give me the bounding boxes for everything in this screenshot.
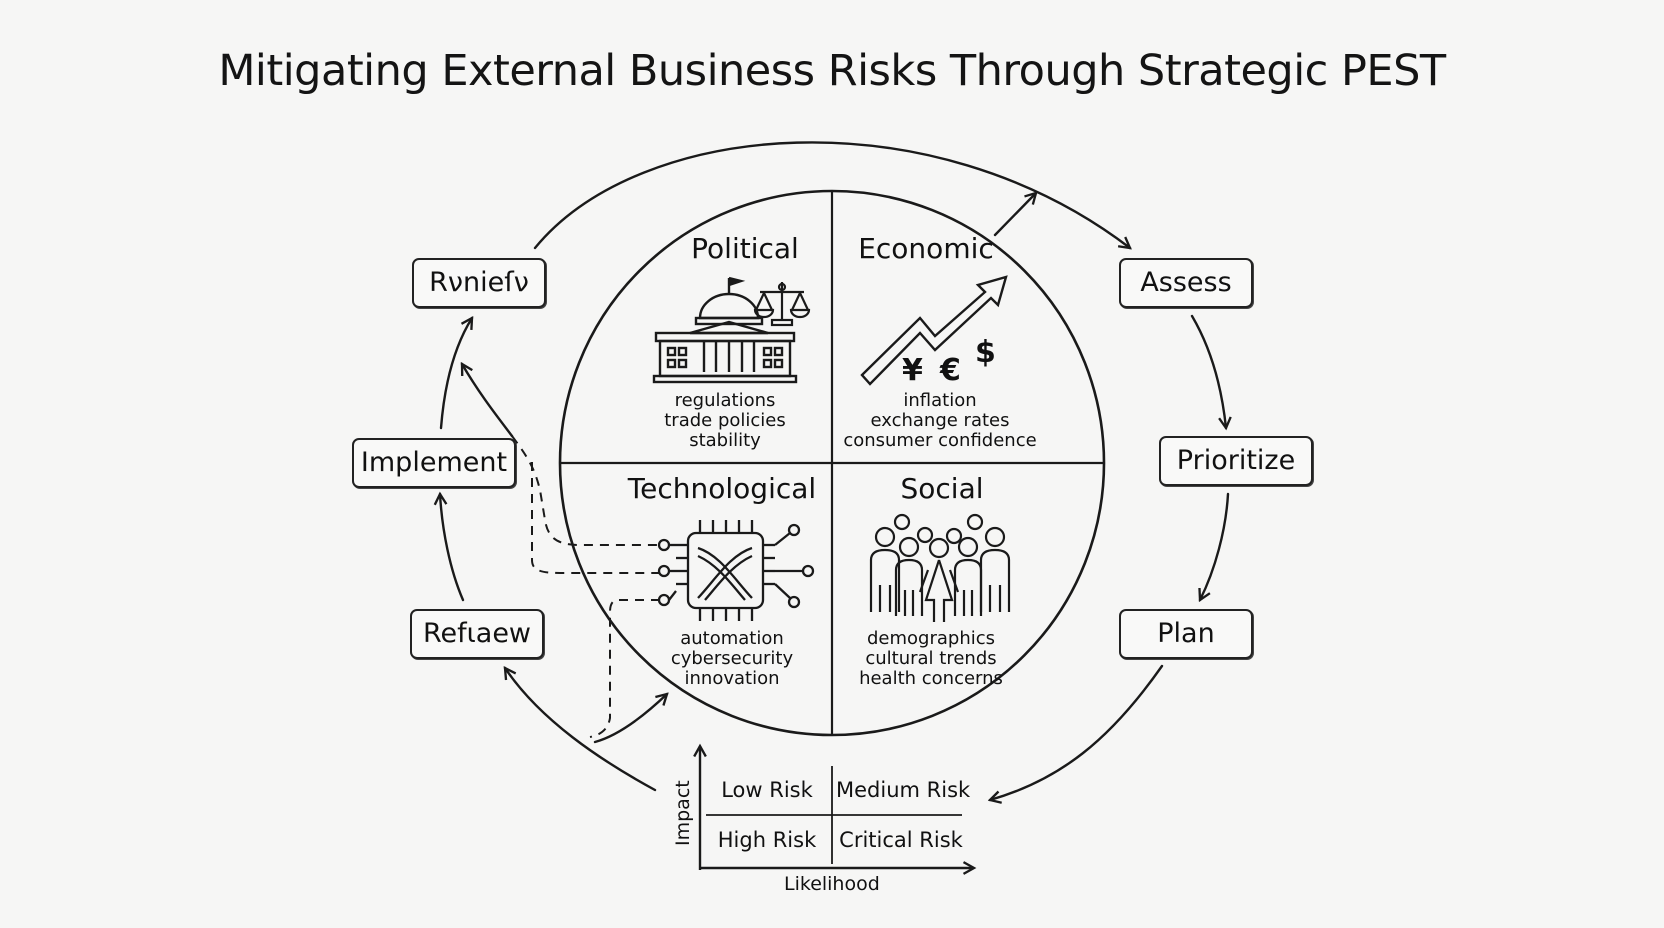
capitol-building-icon (652, 276, 798, 384)
quadrant-social-items: demographics cultural trends health conc… (841, 629, 1021, 689)
political-item: stability (689, 430, 761, 451)
political-item: trade policies (664, 410, 786, 431)
quadrant-political-items: regulations trade policies stability (635, 391, 815, 451)
quadrant-economic-items: inflation exchange rates consumer confid… (840, 391, 1040, 451)
dollar-symbol-icon: $ (975, 335, 996, 370)
economic-item: exchange rates (870, 410, 1010, 431)
arrow-plan-to-matrix (990, 664, 1164, 800)
social-item: health concerns (859, 668, 1003, 689)
risk-cell-low: Low Risk (721, 778, 813, 802)
step-assess-box[interactable]: Assess (1119, 258, 1253, 308)
arrow-review-to-implement (440, 494, 465, 602)
arrow-tech-to-review (462, 364, 514, 438)
risk-cell-medium: Medium Risk (836, 778, 971, 802)
group-of-people-icon (869, 513, 1011, 622)
scales-of-justice-icon (753, 282, 811, 327)
likelihood-axis-label: Likelihood (784, 873, 880, 895)
quadrant-political-title: Political (691, 232, 799, 265)
quadrant-technological-title: Technological (627, 472, 817, 505)
quadrant-social-title: Social (900, 472, 984, 505)
social-item: demographics (866, 628, 995, 649)
step-assess-label: Assess (1140, 267, 1232, 298)
social-item: cultural trends (865, 648, 997, 669)
pest-circle (558, 189, 1106, 737)
euro-symbol-icon: € (940, 353, 961, 388)
cycle-arrows (439, 141, 1230, 800)
arrow-implement-to-review (439, 318, 472, 430)
technological-item: innovation (684, 668, 780, 689)
economic-item: consumer confidence (843, 430, 1037, 451)
step-review-bottom-label: Refιaew (422, 618, 532, 649)
microchip-icon (657, 520, 815, 621)
impact-axis-label: Impact (672, 780, 694, 846)
quadrant-technological-items: automation cybersecurity innovation (642, 629, 822, 689)
rising-trend-arrow-icon (860, 275, 1008, 386)
step-review-top-label: Rνnieſν (429, 267, 529, 298)
diagram-title: Mitigating External Business Risks Throu… (218, 46, 1446, 96)
arrow-to-circle (593, 694, 667, 744)
step-plan-box[interactable]: Plan (1119, 609, 1253, 659)
quadrant-economic-title: Economic (858, 232, 994, 265)
risk-matrix-axes (700, 746, 974, 870)
step-review-bottom-box[interactable]: Refιaew (410, 609, 544, 659)
arrow-matrix-to-review (505, 668, 657, 792)
dashed-connectors (511, 435, 660, 738)
step-plan-label: Plan (1157, 618, 1215, 649)
step-prioritize-label: Prioritize (1176, 445, 1296, 476)
technological-item: automation (680, 628, 784, 649)
arrow-economic-out (993, 193, 1036, 237)
economic-item: inflation (903, 390, 977, 411)
step-implement-box[interactable]: Implement (352, 438, 516, 488)
arrow-assess-to-prioritize (1190, 314, 1226, 428)
step-review-top-box[interactable]: Rνnieſν (412, 258, 546, 308)
risk-cell-high: High Risk (717, 828, 817, 852)
step-prioritize-box[interactable]: Prioritize (1159, 436, 1313, 486)
technological-item: cybersecurity (670, 648, 794, 669)
political-item: regulations (674, 390, 776, 411)
yen-symbol-icon: ¥ (902, 353, 923, 388)
arrow-top-to-assess (533, 141, 1130, 248)
step-implement-label: Implement (360, 447, 508, 478)
risk-cell-critical: Critical Risk (839, 828, 963, 852)
arrow-prioritize-to-plan (1200, 492, 1230, 600)
